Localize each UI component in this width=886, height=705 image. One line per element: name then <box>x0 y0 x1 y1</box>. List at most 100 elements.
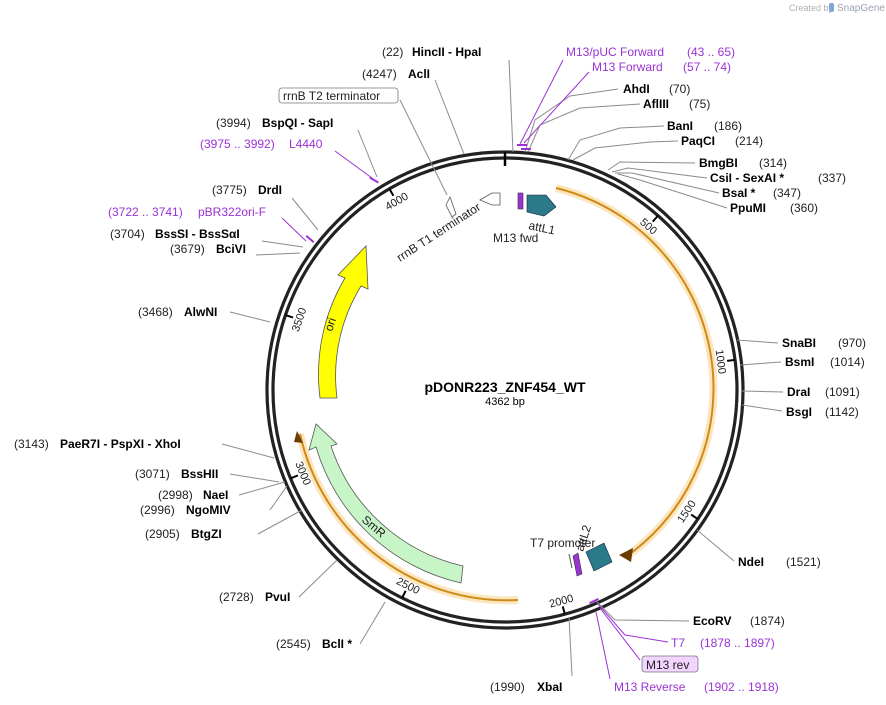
attl1-feature[interactable] <box>526 194 557 217</box>
site-name[interactable]: EcoRV <box>693 614 731 628</box>
tick-mark <box>561 606 566 615</box>
leads-right <box>524 88 784 622</box>
primer-name[interactable]: M13 Forward <box>592 60 663 74</box>
m13-rev-feature[interactable] <box>572 552 583 577</box>
primer-range: (43 .. 65) <box>687 45 735 59</box>
tick-mark <box>290 474 299 480</box>
rrnb-t1-terminator-feature[interactable] <box>479 192 501 206</box>
site-name[interactable]: DrdI <box>258 183 282 197</box>
site-name[interactable]: AclI <box>408 67 430 81</box>
site-position: (2728) <box>219 590 254 604</box>
rrnb-t2-label: rrnB T2 terminator <box>283 89 380 103</box>
primer-name[interactable]: M13/pUC Forward <box>566 45 664 59</box>
attl2-feature[interactable] <box>585 542 613 572</box>
plasmid-length: 4362 bp <box>485 396 525 408</box>
site-name[interactable]: CsiI - SexAI * <box>710 171 784 185</box>
site-name[interactable]: SnaBI <box>782 336 816 350</box>
tick-mark <box>690 513 699 520</box>
site-position: (3071) <box>135 467 170 481</box>
site-name[interactable]: PvuI <box>265 590 290 604</box>
primer-name[interactable]: L4440 <box>289 137 323 151</box>
site-name[interactable]: PaqCI <box>681 134 715 148</box>
site-position: (4247) <box>362 67 397 81</box>
left-arc-arrowhead <box>294 431 303 443</box>
site-position: (2545) <box>276 637 311 651</box>
site-name[interactable]: BsaI * <box>722 186 756 200</box>
site-position: (2905) <box>145 527 180 541</box>
site-name[interactable]: BtgZI <box>191 527 222 541</box>
site-name[interactable]: BciVI <box>216 242 246 256</box>
site-name[interactable]: BclI * <box>322 637 352 651</box>
site-name[interactable]: AflIII <box>643 97 669 111</box>
primer-range: (3722 .. 3741) <box>108 205 183 219</box>
site-name[interactable]: AlwNI <box>184 305 217 319</box>
site-name[interactable]: BanI <box>667 119 693 133</box>
primer-range: (57 .. 74) <box>683 60 731 74</box>
tick-mark <box>285 314 294 319</box>
tick-mark <box>388 188 395 197</box>
rrnb-t1-label: rrnB T1 terminator <box>394 200 483 265</box>
left-arc <box>299 433 519 602</box>
t7-promoter-label: T7 promoter <box>530 536 595 550</box>
primer-range: (3975 .. 3992) <box>200 137 275 151</box>
smr-feature[interactable] <box>308 423 464 584</box>
primer-name[interactable]: pBR322ori-F <box>198 205 266 219</box>
site-name[interactable]: BssSI - BssSαI <box>155 227 240 241</box>
site-position: (3704) <box>110 227 145 241</box>
leads-left <box>221 59 573 677</box>
plasmid-name: pDONR223_ZNF454_WT <box>424 379 585 395</box>
site-name[interactable]: BssHII <box>181 467 218 481</box>
site-position: (3994) <box>216 116 251 130</box>
site-name[interactable]: NdeI <box>738 555 764 569</box>
snapgene-icon <box>829 3 834 12</box>
site-position: (3468) <box>138 305 173 319</box>
attl1-label: attL1 <box>527 218 556 237</box>
site-name[interactable]: PaeR7I - PspXI - XhoI <box>60 437 181 451</box>
orf-arrowhead <box>619 548 633 562</box>
site-position: (970) <box>838 336 866 350</box>
m13-fwd-label: M13 fwd <box>493 231 538 245</box>
snapgene-logo: SnapGene <box>837 3 885 14</box>
tick-mark <box>651 214 659 223</box>
site-position: (1142) <box>825 405 859 419</box>
site-position: (2998) <box>158 488 193 502</box>
ori-label: ori <box>322 316 339 333</box>
site-position: (360) <box>790 201 818 215</box>
orf-arc <box>555 187 715 557</box>
site-name[interactable]: PpuMI <box>730 201 766 215</box>
tick-label: 3500 <box>290 306 309 333</box>
site-position: (214) <box>735 134 763 148</box>
sites-left: (22) HincII - HpaI (4247) AclI (3994) Bs… <box>14 45 562 694</box>
primers: M13/pUC Forward (43 .. 65) M13 Forward (… <box>108 45 779 694</box>
primer-name[interactable]: T7 <box>671 636 685 650</box>
ori-feature[interactable] <box>318 245 369 399</box>
rrnb-t2-box <box>278 87 399 104</box>
site-name[interactable]: AhdI <box>623 82 650 96</box>
rrnb-t2-terminator-feature[interactable] <box>445 195 457 218</box>
m13-rev-box <box>641 655 699 673</box>
site-name[interactable]: DraI <box>787 385 810 399</box>
site-name[interactable]: BspQI - SapI <box>262 116 333 130</box>
site-name[interactable]: BsmI <box>785 355 814 369</box>
site-position: (1014) <box>830 355 865 369</box>
primer-name[interactable]: M13 Reverse <box>614 680 686 694</box>
site-name[interactable]: BmgBI <box>699 156 738 170</box>
site-name[interactable]: HincII - HpaI <box>412 45 481 59</box>
site-name[interactable]: BsgI <box>786 405 812 419</box>
site-name[interactable]: XbaI <box>537 680 562 694</box>
site-position: (22) <box>382 45 403 59</box>
primer-name[interactable]: M13 rev <box>646 658 689 672</box>
site-name[interactable]: NaeI <box>203 488 228 502</box>
site-position: (1091) <box>825 385 860 399</box>
m13-fwd-feature[interactable] <box>517 192 524 210</box>
site-position: (3679) <box>170 242 205 256</box>
primer-range: (1878 .. 1897) <box>700 636 775 650</box>
site-position: (1521) <box>786 555 821 569</box>
t7-promoter-feature[interactable] <box>568 553 573 569</box>
site-name[interactable]: NgoMIV <box>186 503 231 517</box>
tick-mark <box>401 590 407 599</box>
site-position: (70) <box>669 82 690 96</box>
site-position: (3143) <box>14 437 49 451</box>
tick-label: 1000 <box>713 349 728 375</box>
